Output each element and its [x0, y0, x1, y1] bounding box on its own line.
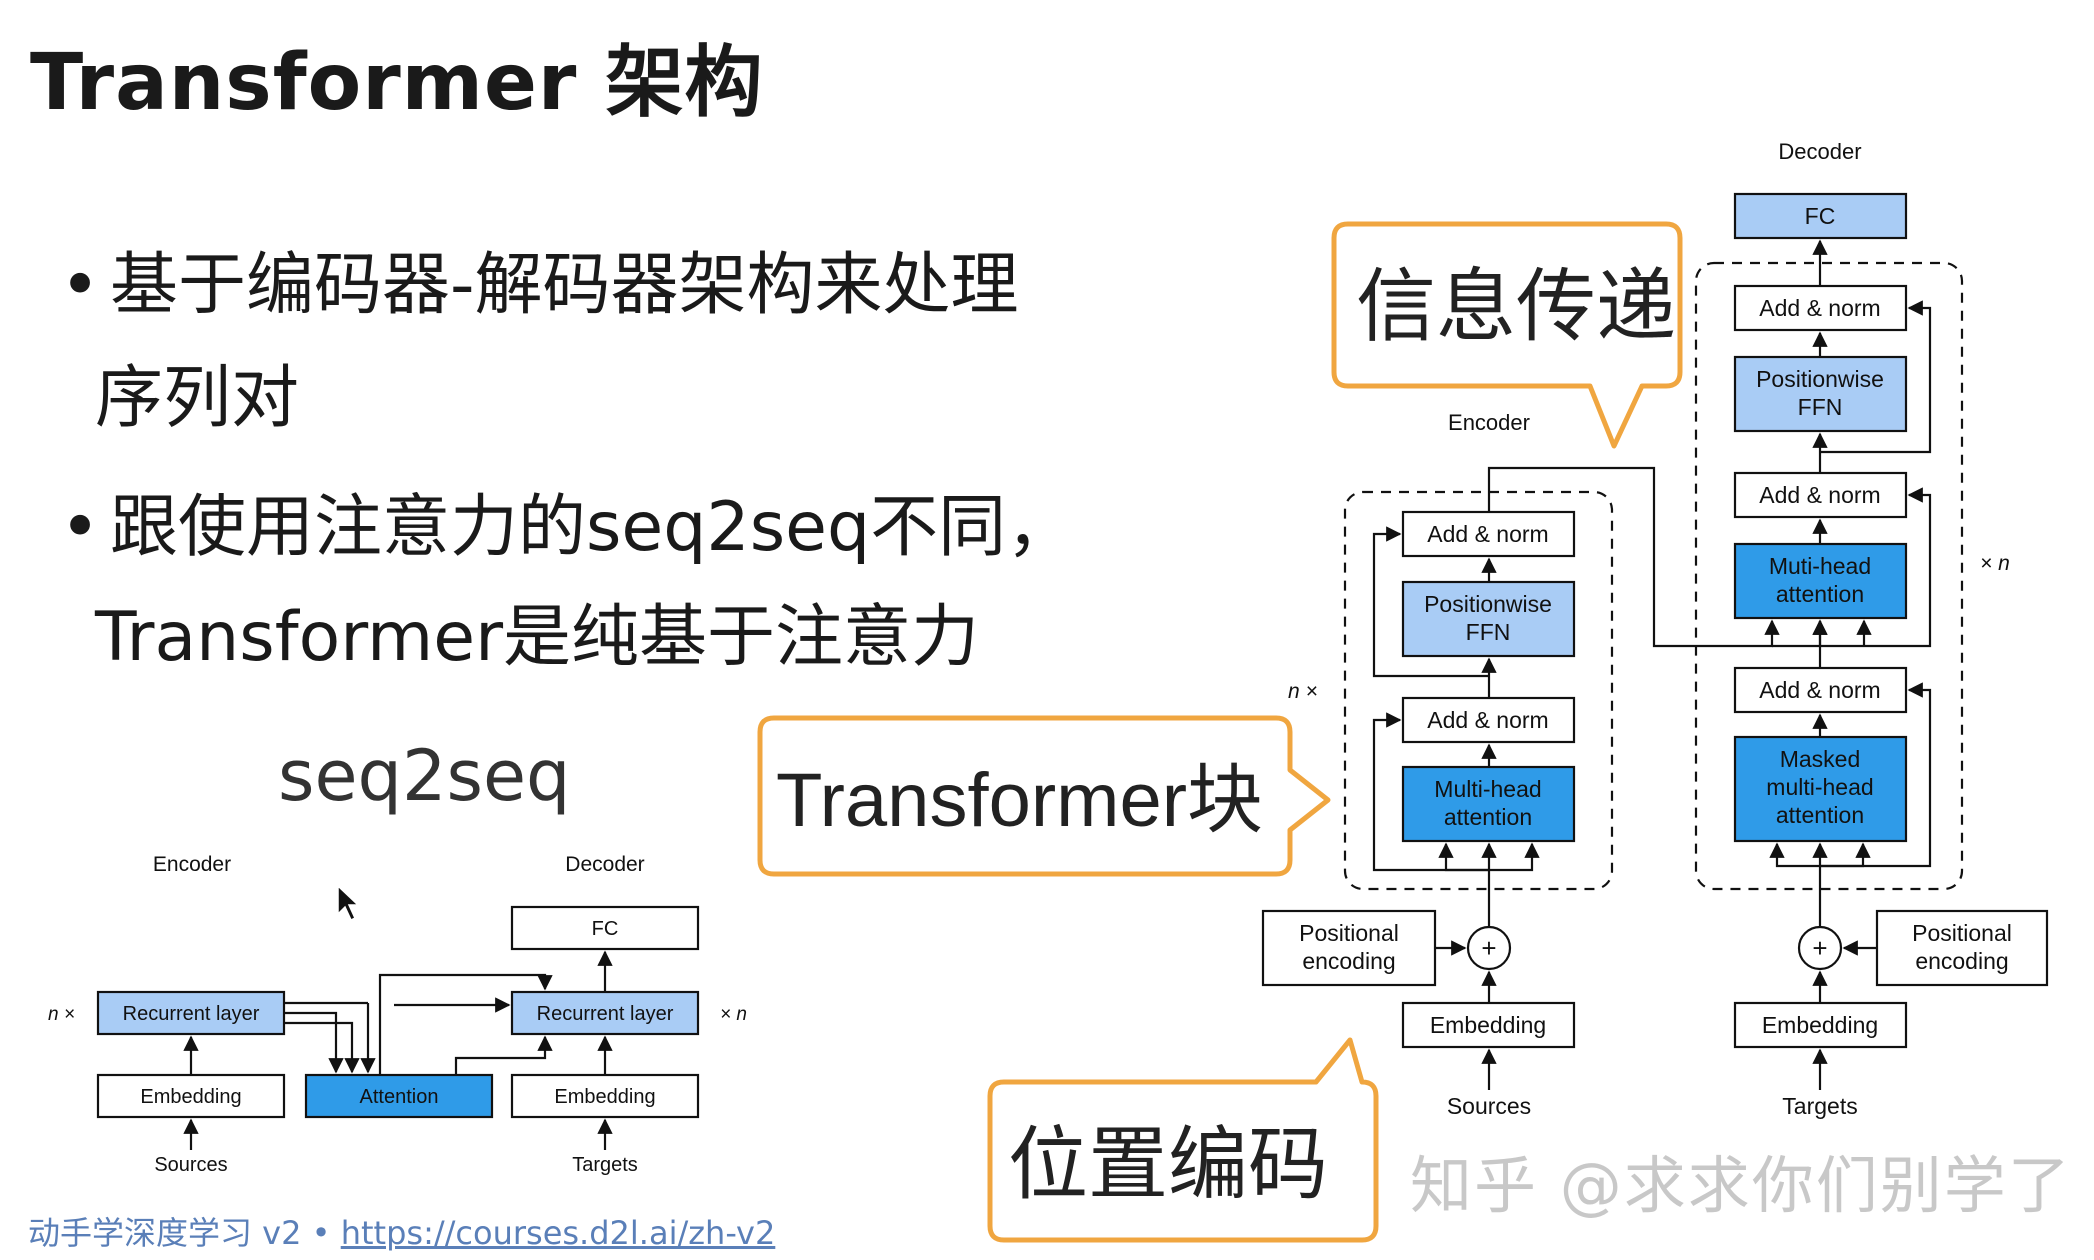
footer-prefix: 动手学深度学习 v2 •	[28, 1214, 341, 1252]
decoder-add-norm-bottom	[1733, 666, 1908, 714]
decoder-muti-head-box	[1733, 542, 1908, 620]
decoder-targets-label: Targets	[1782, 1093, 1857, 1119]
encoder-add-norm-top-label: Add & norm	[1427, 521, 1548, 547]
decoder-ffn-line-2: FFN	[1798, 394, 1843, 420]
decoder-add-norm-bottom-label: Add & norm	[1759, 677, 1880, 703]
decoder-block-dashed	[1694, 261, 1964, 891]
bullet-2-line-1: 跟使用注意力的seq2seq不同，	[110, 488, 1075, 567]
seq2seq-recurrent-label-right: Recurrent layer	[537, 1003, 674, 1025]
decoder-masked-box	[1733, 735, 1908, 843]
transformer-encoder-label: Encoder	[1448, 410, 1530, 435]
callouts	[757, 221, 1683, 1243]
watermark: 知乎 @求求你们别学了	[1410, 1149, 2072, 1222]
callout-position-encoding-text: 位置编码	[1008, 1120, 1328, 1209]
decoder-muti-head-line-1: Muti-head	[1769, 553, 1871, 579]
encoder-positional-box	[1261, 909, 1437, 987]
seq2seq-n-left: n ×	[48, 1004, 75, 1025]
decoder-add-norm-top-label: Add & norm	[1759, 295, 1880, 321]
decoder-masked-line-3: attention	[1776, 802, 1864, 828]
encoder-block-dashed	[1343, 490, 1614, 891]
seq2seq-embedding-label-left: Embedding	[140, 1086, 241, 1108]
seq2seq-recurrent-layer-encoder	[96, 990, 286, 1036]
encoder-ffn-line-2: FFN	[1466, 619, 1511, 645]
encoder-add-norm-bottom-label: Add & norm	[1427, 707, 1548, 733]
encoder-plus-sign: +	[1481, 933, 1496, 963]
seq2seq-targets-label: Targets	[572, 1154, 638, 1176]
encoder-n-label: n ×	[1288, 680, 1318, 703]
seq2seq-heading: seq2seq	[278, 735, 571, 817]
seq2seq-encoder-label: Encoder	[153, 853, 231, 876]
encoder-positional-line-1: Positional	[1299, 920, 1399, 946]
encoder-ffn-line-1: Positionwise	[1424, 591, 1552, 617]
seq2seq-fc-label: FC	[592, 918, 619, 940]
decoder-fc-box	[1733, 192, 1908, 240]
decoder-plus-sign: +	[1812, 933, 1827, 963]
decoder-add-norm-middle-label: Add & norm	[1759, 482, 1880, 508]
footer-link[interactable]: https://courses.d2l.ai/zh-v2	[340, 1214, 776, 1252]
bullet-1: •基于编码器-解码器架构来处理	[60, 232, 1019, 340]
transformer-decoder-label: Decoder	[1778, 139, 1861, 164]
slide-title: Transformer 架构	[30, 38, 764, 128]
bullet-dot: •	[60, 488, 101, 567]
encoder-embedding-label: Embedding	[1430, 1012, 1546, 1038]
decoder-muti-head-line-2: attention	[1776, 581, 1864, 607]
callout-position-encoding	[987, 1037, 1379, 1243]
encoder-multi-head-line-2: attention	[1444, 804, 1532, 830]
encoder-positional-line-2: encoding	[1302, 948, 1395, 974]
seq2seq-fc-box	[510, 905, 700, 951]
transformer-diagram: Encoder Decoder n × × n Add & norm Posit…	[1261, 139, 2049, 1119]
seq2seq-n-right: × n	[720, 1004, 747, 1025]
seq2seq-embedding-label-right: Embedding	[554, 1086, 655, 1108]
seq2seq-attention-label: Attention	[360, 1086, 439, 1108]
decoder-embedding-label: Embedding	[1762, 1012, 1878, 1038]
bullet-1-line-1: 基于编码器-解码器架构来处理	[110, 246, 1019, 325]
bullet-2-line-2: Transformer是纯基于注意力	[95, 598, 980, 677]
bullet-2: •跟使用注意力的seq2seq不同，	[60, 474, 1074, 582]
decoder-fc-label: FC	[1805, 203, 1836, 229]
bullet-dot: •	[60, 246, 101, 325]
callout-info-passing	[1331, 221, 1683, 449]
encoder-multi-head-line-1: Multi-head	[1434, 776, 1541, 802]
footer: 动手学深度学习 v2 • https://courses.d2l.ai/zh-v…	[28, 1208, 775, 1254]
decoder-masked-line-1: Masked	[1780, 746, 1861, 772]
seq2seq-diagram: Encoder Decoder FC Recurrent layer Recur…	[48, 853, 747, 1176]
decoder-embedding-box	[1733, 1001, 1908, 1049]
encoder-multi-head-box	[1401, 765, 1576, 843]
encoder-sources-label: Sources	[1447, 1093, 1531, 1119]
decoder-ffn-line-1: Positionwise	[1756, 366, 1884, 392]
seq2seq-sources-label: Sources	[154, 1154, 227, 1176]
decoder-positional-line-2: encoding	[1915, 948, 2008, 974]
decoder-masked-line-2: multi-head	[1766, 774, 1873, 800]
seq2seq-decoder-label: Decoder	[565, 853, 644, 876]
seq2seq-recurrent-label-left: Recurrent layer	[123, 1003, 260, 1025]
callout-transformer-block-text: Transformer块	[776, 758, 1263, 843]
encoder-embedding-box	[1401, 1001, 1576, 1049]
bullet-1-line-2: 序列对	[95, 359, 300, 438]
callout-info-passing-text: 信息传递	[1356, 262, 1676, 351]
decoder-n-label: × n	[1980, 552, 2010, 575]
decoder-positional-line-1: Positional	[1912, 920, 2012, 946]
seq2seq-attention-box	[304, 1073, 494, 1119]
encoder-add-norm-bottom	[1401, 696, 1576, 744]
mouse-cursor-icon	[337, 884, 360, 922]
callout-transformer-block	[757, 715, 1331, 877]
encoder-ffn-box	[1401, 580, 1576, 658]
